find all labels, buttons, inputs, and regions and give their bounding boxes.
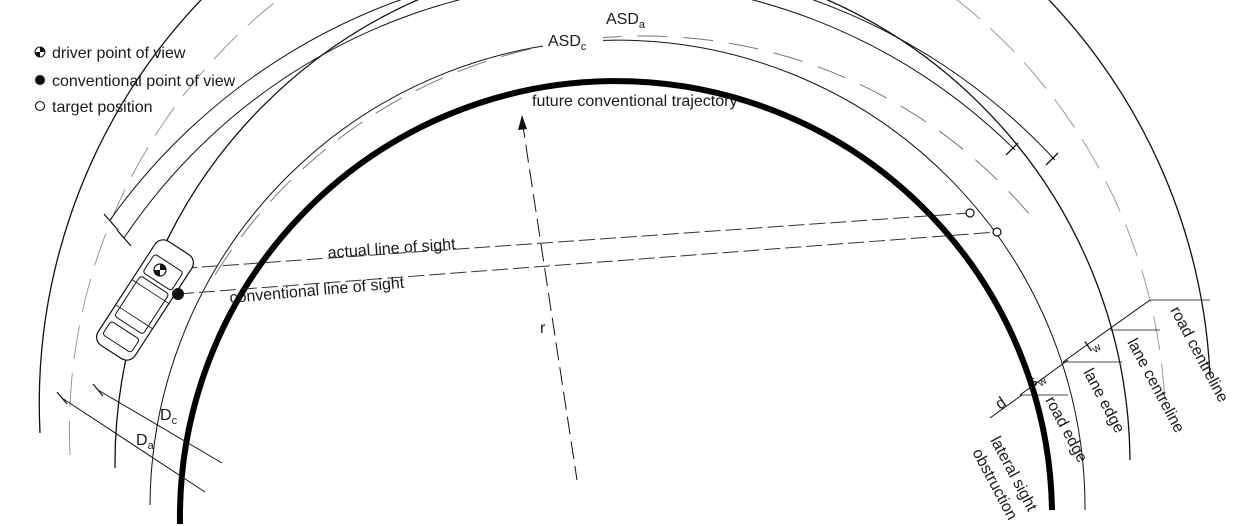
asd-a-tick-right [1045, 152, 1059, 166]
driver-point-on-car [153, 263, 167, 277]
lane-edge-arc [114, 0, 1131, 469]
asd-c-tick-right [1005, 142, 1019, 156]
radius-arrowhead [518, 115, 527, 130]
lw-dimension-line [1062, 299, 1151, 363]
conventional-point-icon [35, 75, 45, 85]
legend-conventional-label: conventional point of view [52, 73, 236, 90]
asd-c-tick-left [116, 229, 132, 247]
dc-label: Dc [160, 407, 178, 427]
da-label: Da [136, 432, 155, 452]
target-position-actual [965, 208, 975, 218]
dc-dimension-line [97, 389, 223, 464]
actual-line-label: actual line of sight [327, 236, 457, 262]
asd-c-label: ASDc [548, 33, 587, 53]
road-centreline-arc [38, 0, 1211, 434]
legend-driver-label: driver point of view [52, 45, 186, 62]
lateral-sight-obstruction-arc [176, 77, 1055, 525]
radius-line [521, 119, 578, 481]
sw-dimension-line [1019, 359, 1069, 396]
road-centreline-label: road centreline [1166, 304, 1231, 406]
asd-a-arc [109, 0, 1056, 221]
asd-a-label: ASDa [606, 11, 646, 31]
conventional-point-on-car [172, 288, 184, 300]
asd-c-arc [123, 0, 1016, 239]
driver-point-icon [34, 46, 46, 58]
d-label: d [993, 394, 1010, 413]
actual-line-of-sight [159, 212, 971, 271]
asd-a-tick-left [103, 213, 119, 231]
conventional-line-label: conventional line of sight [229, 275, 406, 307]
lane-centreline-label: lane centreline [1123, 336, 1187, 436]
lw-label: lw [1083, 335, 1104, 358]
target-position-icon [34, 100, 46, 112]
d-dimension-line [989, 394, 1023, 419]
future-trajectory-arc [214, 35, 1031, 276]
lane-centreline-arc [68, 0, 1166, 456]
conventional-line-of-sight [177, 231, 998, 295]
future-trajectory-label: future conventional trajectory [532, 93, 737, 110]
target-position-conventional [992, 227, 1002, 237]
lane-edge-label: lane edge [1079, 366, 1127, 436]
road-edge-arc [149, 39, 1086, 511]
legend: driver point of view conventional point … [34, 45, 236, 116]
radius-label: r [540, 320, 546, 337]
legend-target-label: target position [52, 99, 153, 116]
da-dimension-line [61, 397, 206, 493]
car-icon [96, 239, 194, 361]
